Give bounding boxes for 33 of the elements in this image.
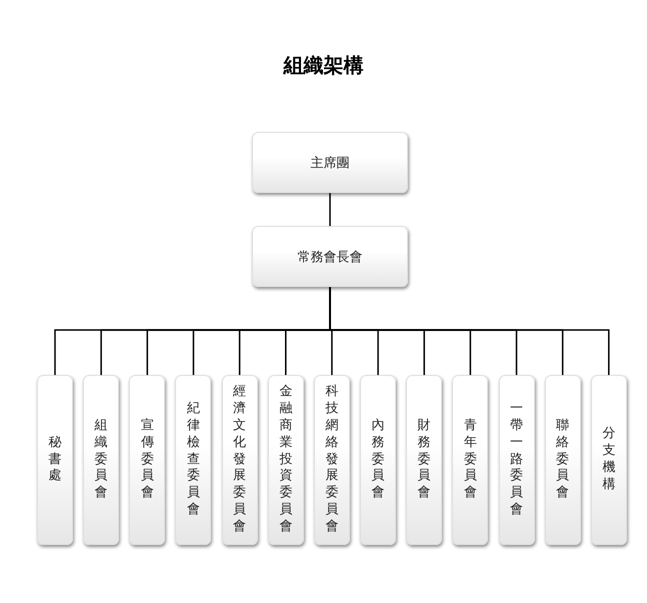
node-label: 一帶一路委員會 — [510, 400, 523, 520]
node-label: 分支機構 — [602, 426, 616, 494]
node-label: 青年委員會 — [464, 418, 477, 502]
node-label: 內務委員會 — [372, 418, 385, 502]
committee-box — [175, 375, 212, 545]
committee-box — [498, 375, 534, 545]
committee-box — [314, 375, 350, 545]
node-label: 常務會長會 — [298, 248, 362, 266]
node-label: 金融商業投資委員會 — [279, 384, 292, 536]
committee-box — [360, 375, 396, 545]
committee-box — [37, 375, 73, 545]
node-label: 聯絡委員會 — [556, 418, 570, 502]
committee-box — [544, 375, 581, 545]
committee-box — [268, 375, 304, 545]
org-box — [252, 226, 408, 287]
committee-box — [590, 375, 627, 545]
committee-box — [129, 375, 166, 545]
node-label: 秘書處 — [48, 434, 62, 486]
connector-line — [329, 193, 331, 226]
node-label: 科技網絡發展委員會 — [325, 384, 338, 536]
committee-box — [222, 375, 258, 545]
node-label: 組織委員會 — [94, 418, 108, 502]
node-label: 紀律檢查委員會 — [186, 400, 200, 520]
committee-box — [406, 375, 442, 545]
org-box — [252, 132, 408, 193]
node-label: 財務委員會 — [418, 418, 431, 502]
node-label: 主席團 — [310, 154, 350, 172]
node-label: 經濟文化發展委員會 — [233, 384, 246, 536]
committee-box — [83, 375, 120, 545]
committee-box — [452, 375, 488, 545]
connector-line — [329, 287, 610, 375]
diagram-title: 組織架構 — [282, 52, 364, 79]
node-label: 宣傳委員會 — [140, 418, 154, 502]
